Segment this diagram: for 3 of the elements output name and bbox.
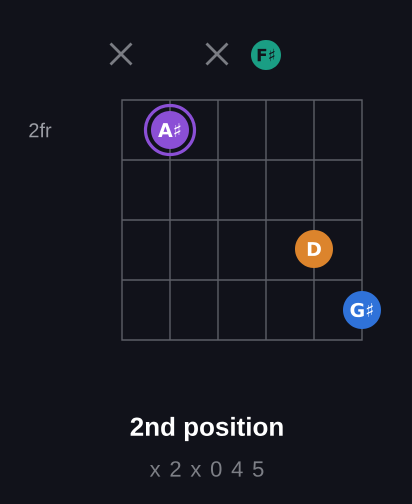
fret-label: 2fr xyxy=(29,122,52,138)
title: 2nd position xyxy=(130,416,283,442)
fingering-label: x 2 x 0 4 5 xyxy=(150,461,264,477)
